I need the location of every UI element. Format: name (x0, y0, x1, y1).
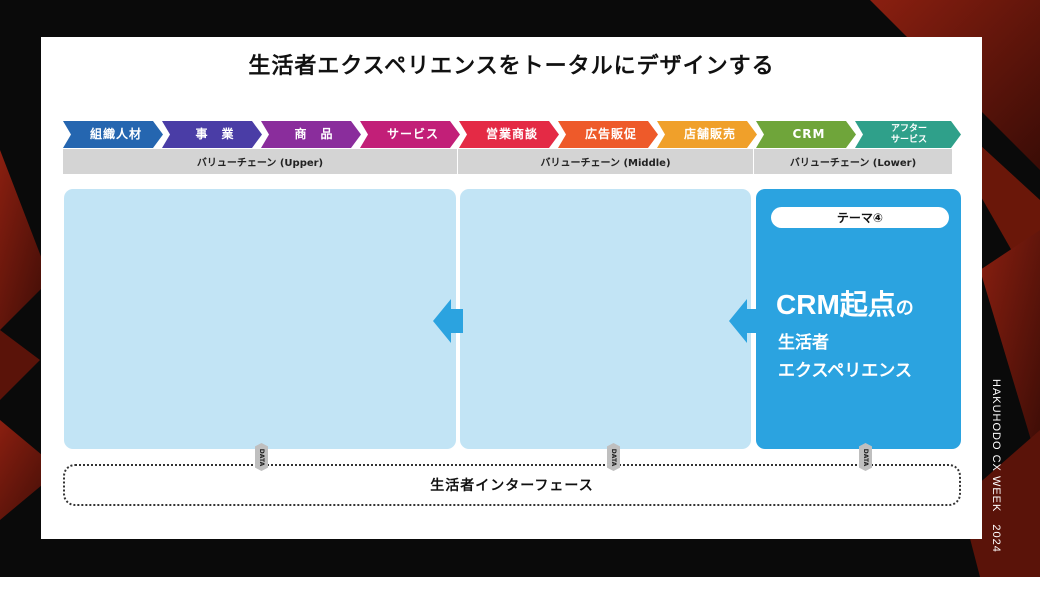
stage-label-promotion: 広告販促 (584, 127, 637, 141)
lower-panel-crm (756, 189, 961, 449)
upper-panel (64, 189, 456, 449)
value-chain-arrow-shapes (63, 121, 961, 148)
white-slide-panel: 生活者エクスペリエンスをトータルにデザインする 組織人材 事 業 商 品 (41, 37, 982, 539)
stage-arrow-service (360, 121, 460, 148)
headline-pointer (207, 90, 227, 100)
value-chain-lower-bar: バリューチェーン (Lower) (754, 149, 952, 174)
headline-pointer (108, 90, 128, 100)
data-tag-text: DATA (610, 448, 617, 466)
data-tag-middle: DATA (607, 443, 620, 471)
crm-line-experience: エクスペリエンス (778, 361, 912, 381)
stage-label-service: サービス (386, 127, 439, 141)
headline-pointer (405, 90, 425, 100)
middle-panel (460, 189, 751, 449)
value-chain-middle-bar: バリューチェーン (Middle) (458, 149, 753, 174)
stage-arrow-sales (459, 121, 559, 148)
headline-pointer (900, 90, 920, 100)
stage-label-organization: 組織人材 (89, 127, 142, 141)
stage-label-sales: 営業商談 (485, 127, 538, 141)
stage-label-after-service: アフター サービス (890, 123, 927, 145)
stage-arrow-after-service (855, 121, 961, 148)
stage-arrow-business (162, 121, 262, 148)
stage-label-crm: CRM (792, 127, 826, 141)
data-tag-upper: DATA (255, 443, 268, 471)
value-chain-arrows: 組織人材 事 業 商 品 サービス 営業商談 広告販促 店舗販売 CRM アフタ… (63, 121, 961, 148)
stage-label-retail: 店舗販売 (683, 127, 736, 141)
stage-arrow-promotion (558, 121, 658, 148)
flow-arrow-left-icon (729, 299, 759, 343)
data-tag-text: DATA (862, 448, 869, 466)
stage-arrow-organization (63, 121, 163, 148)
data-tag-lower: DATA (859, 443, 872, 471)
stage-arrow-retail (657, 121, 757, 148)
theme-badge: テーマ④ (771, 207, 949, 228)
headline-pointer (801, 90, 821, 100)
headline-title: 生活者エクスペリエンスをトータルにデザインする (248, 53, 775, 79)
headline-pointer (603, 90, 623, 100)
crm-line-consumer: 生活者 (778, 333, 829, 353)
flow-arrow-left-icon (433, 299, 463, 343)
stage-label-product: 商 品 (294, 127, 334, 141)
event-name-text: HAKUHODO CX WEEK 2024 (990, 379, 1002, 553)
value-chain-upper-bar: バリューチェーン (Upper) (63, 149, 457, 174)
data-tag-text: DATA (258, 448, 265, 466)
consumer-interface-box: 生活者インターフェース (63, 464, 961, 506)
stage-arrow-crm (756, 121, 856, 148)
crm-heading-main: CRM起点 (776, 289, 896, 320)
headline-pointer (306, 90, 326, 100)
stage-label-business: 事 業 (195, 127, 235, 141)
stage-arrow-product (261, 121, 361, 148)
headline-pointer (504, 90, 524, 100)
headline-pointer (702, 90, 722, 100)
crm-heading: CRM起点の (776, 283, 914, 323)
crm-heading-particle: の (895, 298, 914, 318)
